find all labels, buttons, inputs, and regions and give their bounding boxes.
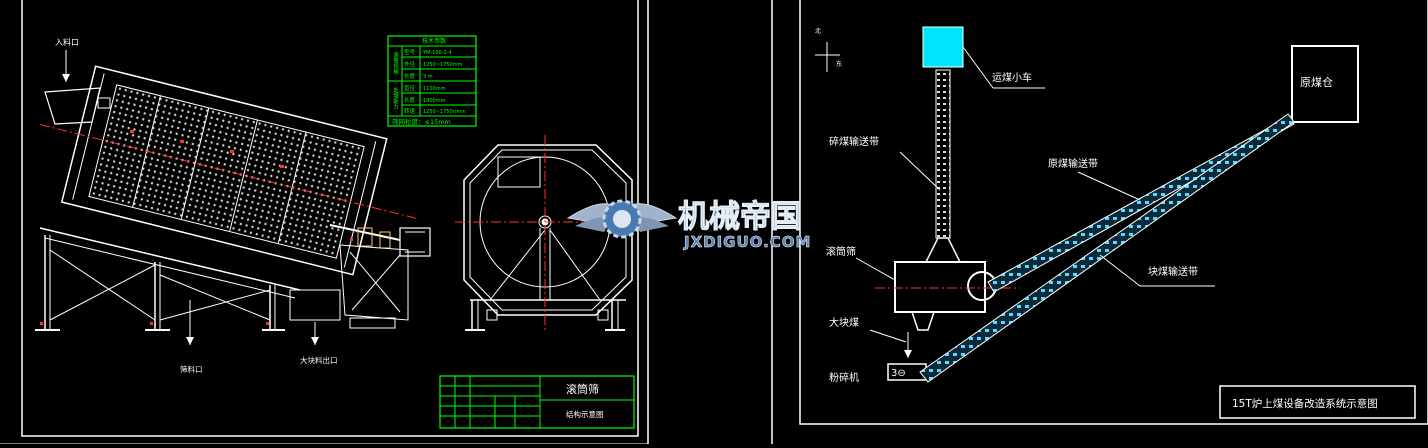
spec-row-value: 3 m (423, 74, 433, 80)
spec-table-title: 技术参数 (422, 37, 446, 45)
raw-coal-belt (987, 115, 1295, 293)
spec-row-key: 转速 (404, 107, 416, 115)
left-sheet: 入料口 (0, 0, 649, 445)
drum-center-line (39, 123, 419, 220)
spec-row-value: 1250~1750mm (423, 62, 463, 68)
spec-row-key: 外径 (404, 60, 416, 68)
label-outlet-large: 大块料出口 (300, 355, 338, 365)
coal-cart (922, 26, 964, 68)
label-crushed-belt: 碎煤输送带 (829, 135, 879, 148)
title-block-name: 滚筒筛 (566, 382, 599, 396)
label-large-coal: 大块煤 (829, 316, 859, 329)
right-sheet-title: 15T炉上煤设备改造系统示意图 (1232, 397, 1378, 410)
label-inlet: 入料口 (55, 37, 79, 47)
north-arrow: 北 东 (815, 27, 842, 72)
trommel-screen-side-view (39, 65, 419, 276)
title-box-right (1219, 385, 1416, 419)
label-screen: 滚筒筛 (826, 245, 856, 258)
spec-table (387, 35, 477, 127)
spec-group-2: 处理能力 (392, 86, 399, 111)
right-sheet: 北 东 运煤小车 碎煤输送带 原煤仓 滚筒筛 大块煤 3⊖ 粉碎机 (771, 0, 1428, 444)
drive-motor (399, 227, 431, 257)
spec-row-key: 长度 (404, 96, 416, 104)
spec-row-key: 直径 (404, 84, 416, 92)
spec-table-footer: 筛网粒度：≤15mm (392, 117, 451, 126)
spec-row-key: 型号 (404, 48, 416, 56)
spec-row-value: 1800mm (423, 98, 446, 104)
spec-group-1: 滚筒规格 (392, 51, 399, 76)
spec-row-value: YM-100-2-4 (422, 50, 452, 56)
title-block-drawing: 结构示意图 (566, 409, 604, 419)
spec-row-value: 1250~1750r/min (423, 109, 466, 115)
crushed-coal-belt (935, 69, 951, 239)
label-coal-cart: 运煤小车 (992, 71, 1032, 84)
watermark-logo: 机械帝国 JXDIGUO.COM (566, 199, 811, 251)
label-outlet-fine: 筛料口 (180, 364, 203, 374)
label-raw-belt: 原煤输送带 (1048, 157, 1098, 170)
trommel-screen-block (894, 261, 986, 313)
label-lump-belt: 块煤输送带 (1148, 265, 1198, 278)
support-frame (35, 227, 341, 331)
label-crusher: 粉碎机 (829, 371, 859, 384)
spec-row-value: 1100mm (423, 86, 446, 92)
red-detail-marks (40, 130, 353, 325)
raw-coal-bunker (1291, 45, 1359, 123)
lump-coal-belt (919, 113, 1295, 383)
spec-row-key: 长度 (404, 72, 416, 80)
title-block-left (439, 375, 635, 429)
svg-text:北: 北 (815, 27, 821, 35)
svg-text:东: 东 (836, 60, 842, 68)
label-coal-bunker: 原煤仓 (1300, 75, 1333, 89)
crusher-symbol: 3⊖ (891, 368, 906, 379)
trommel-end-view (463, 144, 633, 331)
watermark-en: JXDIGUO.COM (683, 233, 811, 251)
spec-rows: 型号 YM-100-2-4 外径 1250~1750mm 长度 3 m 直径 1100mm 长度… (404, 48, 466, 115)
watermark-cn: 机械帝国 (678, 199, 802, 235)
